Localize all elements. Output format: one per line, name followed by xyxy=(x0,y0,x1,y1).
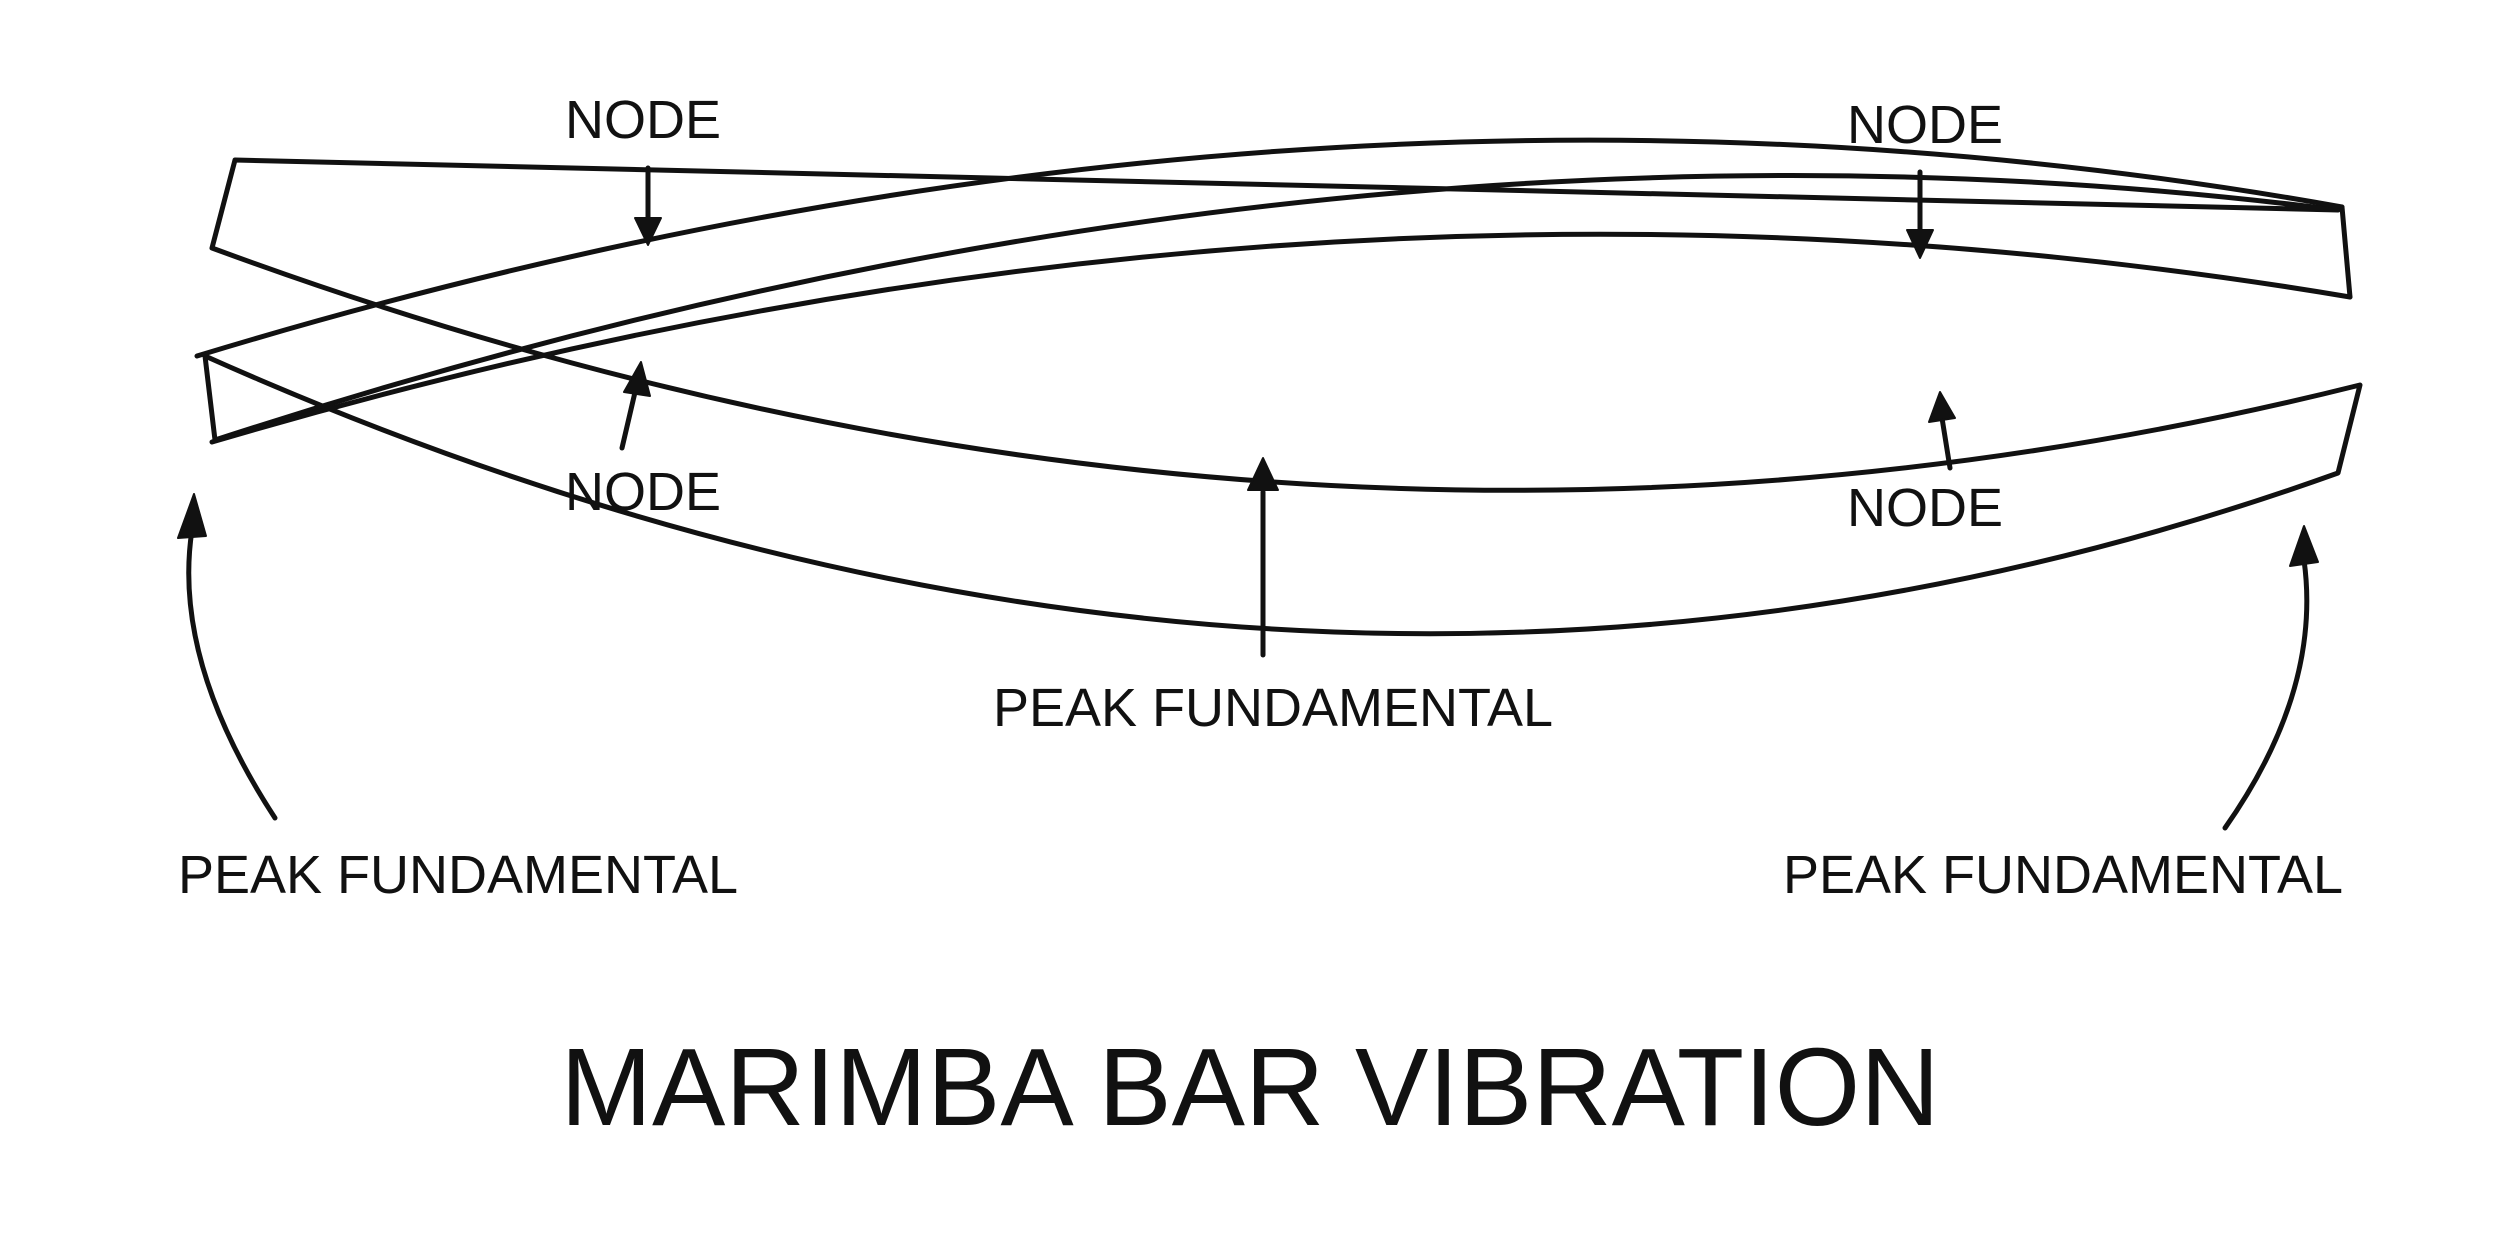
node-arrow-bottom-right xyxy=(1929,392,1955,468)
node-label-bottom-right: NODE xyxy=(1847,478,2003,538)
peak-label-right: PEAK FUNDAMENTAL xyxy=(1783,845,2343,905)
diagram-title: MARIMBA BAR VIBRATION xyxy=(560,1026,1939,1149)
bar-outline-sagging xyxy=(205,160,2360,634)
peak-arrow-right xyxy=(2225,526,2318,828)
peak-label-center: PEAK FUNDAMENTAL xyxy=(993,678,1553,738)
node-label-top-right: NODE xyxy=(1847,95,2003,155)
node-label-top-left: NODE xyxy=(565,90,721,150)
peak-arrow-left xyxy=(178,494,275,818)
bar-outline-arched-right-end xyxy=(2342,207,2350,297)
peak-label-left: PEAK FUNDAMENTAL xyxy=(178,845,738,905)
node-label-bottom-left: NODE xyxy=(565,462,721,522)
node-arrow-top-left xyxy=(635,168,661,245)
